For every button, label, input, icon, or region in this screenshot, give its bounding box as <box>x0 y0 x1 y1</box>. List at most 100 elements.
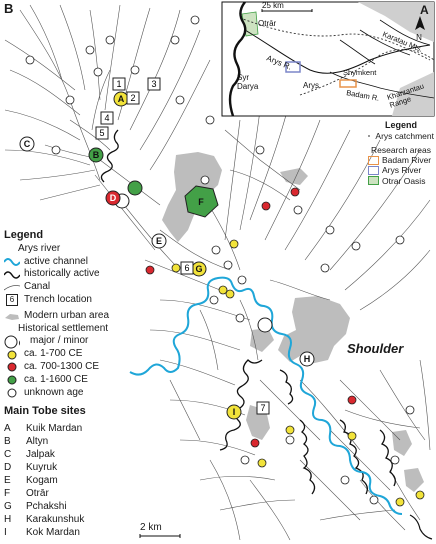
scale-label: 2 km <box>140 522 162 533</box>
site-label-e: E <box>156 236 162 246</box>
inset-mountains-kharzantau <box>392 72 434 116</box>
panel-a-label: A <box>420 3 429 17</box>
historic-channel-se <box>339 419 368 495</box>
legend-arys-river: Arys river <box>18 242 61 254</box>
site-label-f: F <box>198 197 204 207</box>
otrar-swatch <box>368 176 379 186</box>
trench-1: 1 <box>116 79 121 89</box>
site-marker-i <box>226 404 242 420</box>
urban-area-southeast2 <box>404 468 424 492</box>
north-label: N <box>416 33 422 42</box>
site-marker-e <box>151 233 167 249</box>
trench-3: 3 <box>151 79 156 89</box>
historic-channel-east <box>279 369 294 405</box>
main-sites-title: Main Tobe sites <box>4 405 86 417</box>
site-label-a: A <box>118 94 125 104</box>
legend-period2: ca. 700-1300 CE <box>4 361 154 374</box>
trench-markers: 1 2 3 4 5 6 7 <box>95 77 270 415</box>
urban-area-east <box>280 168 308 185</box>
inset-legend-badam: Badam River <box>368 155 434 165</box>
trench-5: 5 <box>99 128 104 138</box>
trench-7: 7 <box>260 403 265 413</box>
inset-syr-darya <box>228 2 247 116</box>
inset-legend: Legend Arys catchment Research areas Bad… <box>368 120 434 186</box>
site-label-i: I <box>233 407 236 417</box>
urban-area-mid <box>250 328 274 352</box>
historic-channel-far <box>379 429 396 487</box>
legend-period3: ca. 1-1600 CE <box>4 374 154 387</box>
urban-area-shoulder <box>278 296 350 364</box>
legend-historic-channel: historically active <box>4 268 154 281</box>
inset-legend-title: Legend <box>384 120 417 130</box>
inset-label-otrar: Otrār <box>258 19 277 28</box>
historic-channels <box>100 129 396 495</box>
inset-scale-label: 25 km <box>262 1 284 10</box>
site-label-b: B <box>93 150 100 160</box>
badam-swatch <box>368 155 379 165</box>
site-label-c: C <box>24 139 31 149</box>
map-legend: Legend Arys river active channel histori… <box>4 229 154 399</box>
inset-mountains-karatau <box>358 2 434 42</box>
site-marker-c <box>19 136 35 152</box>
site-label-g: G <box>195 264 202 274</box>
arys-river-end <box>409 514 433 540</box>
site-marker-b <box>88 147 104 163</box>
arys-label: Arys River <box>382 165 422 176</box>
legend-major-minor: major / minor <box>4 335 154 349</box>
major-minor-swatch <box>4 335 20 349</box>
historic-channel-mid <box>219 359 263 451</box>
historic-channel-north <box>100 129 119 183</box>
inset-arys-box <box>285 61 301 73</box>
shoulder-label: Shoulder <box>347 341 404 356</box>
site-marker-h <box>299 351 315 367</box>
urban-areas <box>162 152 424 492</box>
active-channel-swatch <box>4 256 20 267</box>
arys-swatch <box>368 165 379 175</box>
trench-swatch: 6 <box>6 294 18 307</box>
catchment-swatch <box>368 135 373 137</box>
inset-scale-bar <box>261 9 313 12</box>
trench-4: 4 <box>104 113 109 123</box>
historic-channel-south <box>299 419 316 495</box>
inset-arys-river <box>244 29 431 74</box>
urban-area-southeast <box>392 430 412 456</box>
historic-channel-swatch <box>4 269 20 280</box>
settlements-minor <box>25 15 425 507</box>
canal-network <box>4 4 431 541</box>
trench-6: 6 <box>184 263 189 273</box>
badam-label: Badam River <box>382 155 432 166</box>
catchment-label: Arys catchment <box>375 130 434 141</box>
tobe-sites <box>19 91 315 420</box>
legend-canal: Canal <box>4 281 154 294</box>
legend-period4: unknown age <box>4 387 154 400</box>
site-label-d: D <box>110 193 117 203</box>
inset-legend-catchment: Arys catchment <box>368 131 434 141</box>
canal-swatch <box>4 282 20 293</box>
inset-label-arys: Arys <box>303 81 319 90</box>
inset-legend-arys: Arys River <box>368 165 434 175</box>
urban-swatch <box>4 311 20 322</box>
scale-bar <box>139 534 181 538</box>
site-marker-f <box>184 185 219 218</box>
legend-active-channel: active channel <box>4 256 154 269</box>
legend-urban: Modern urban area <box>4 310 154 323</box>
trench-2: 2 <box>130 93 135 103</box>
site-marker-d <box>105 190 121 206</box>
research-title: Research areas <box>370 144 431 155</box>
active-channel <box>129 276 403 515</box>
inset-catchment <box>239 17 431 61</box>
inset-badam-box <box>339 79 357 88</box>
legend-hist-settlement: Historical settlement <box>18 322 109 334</box>
